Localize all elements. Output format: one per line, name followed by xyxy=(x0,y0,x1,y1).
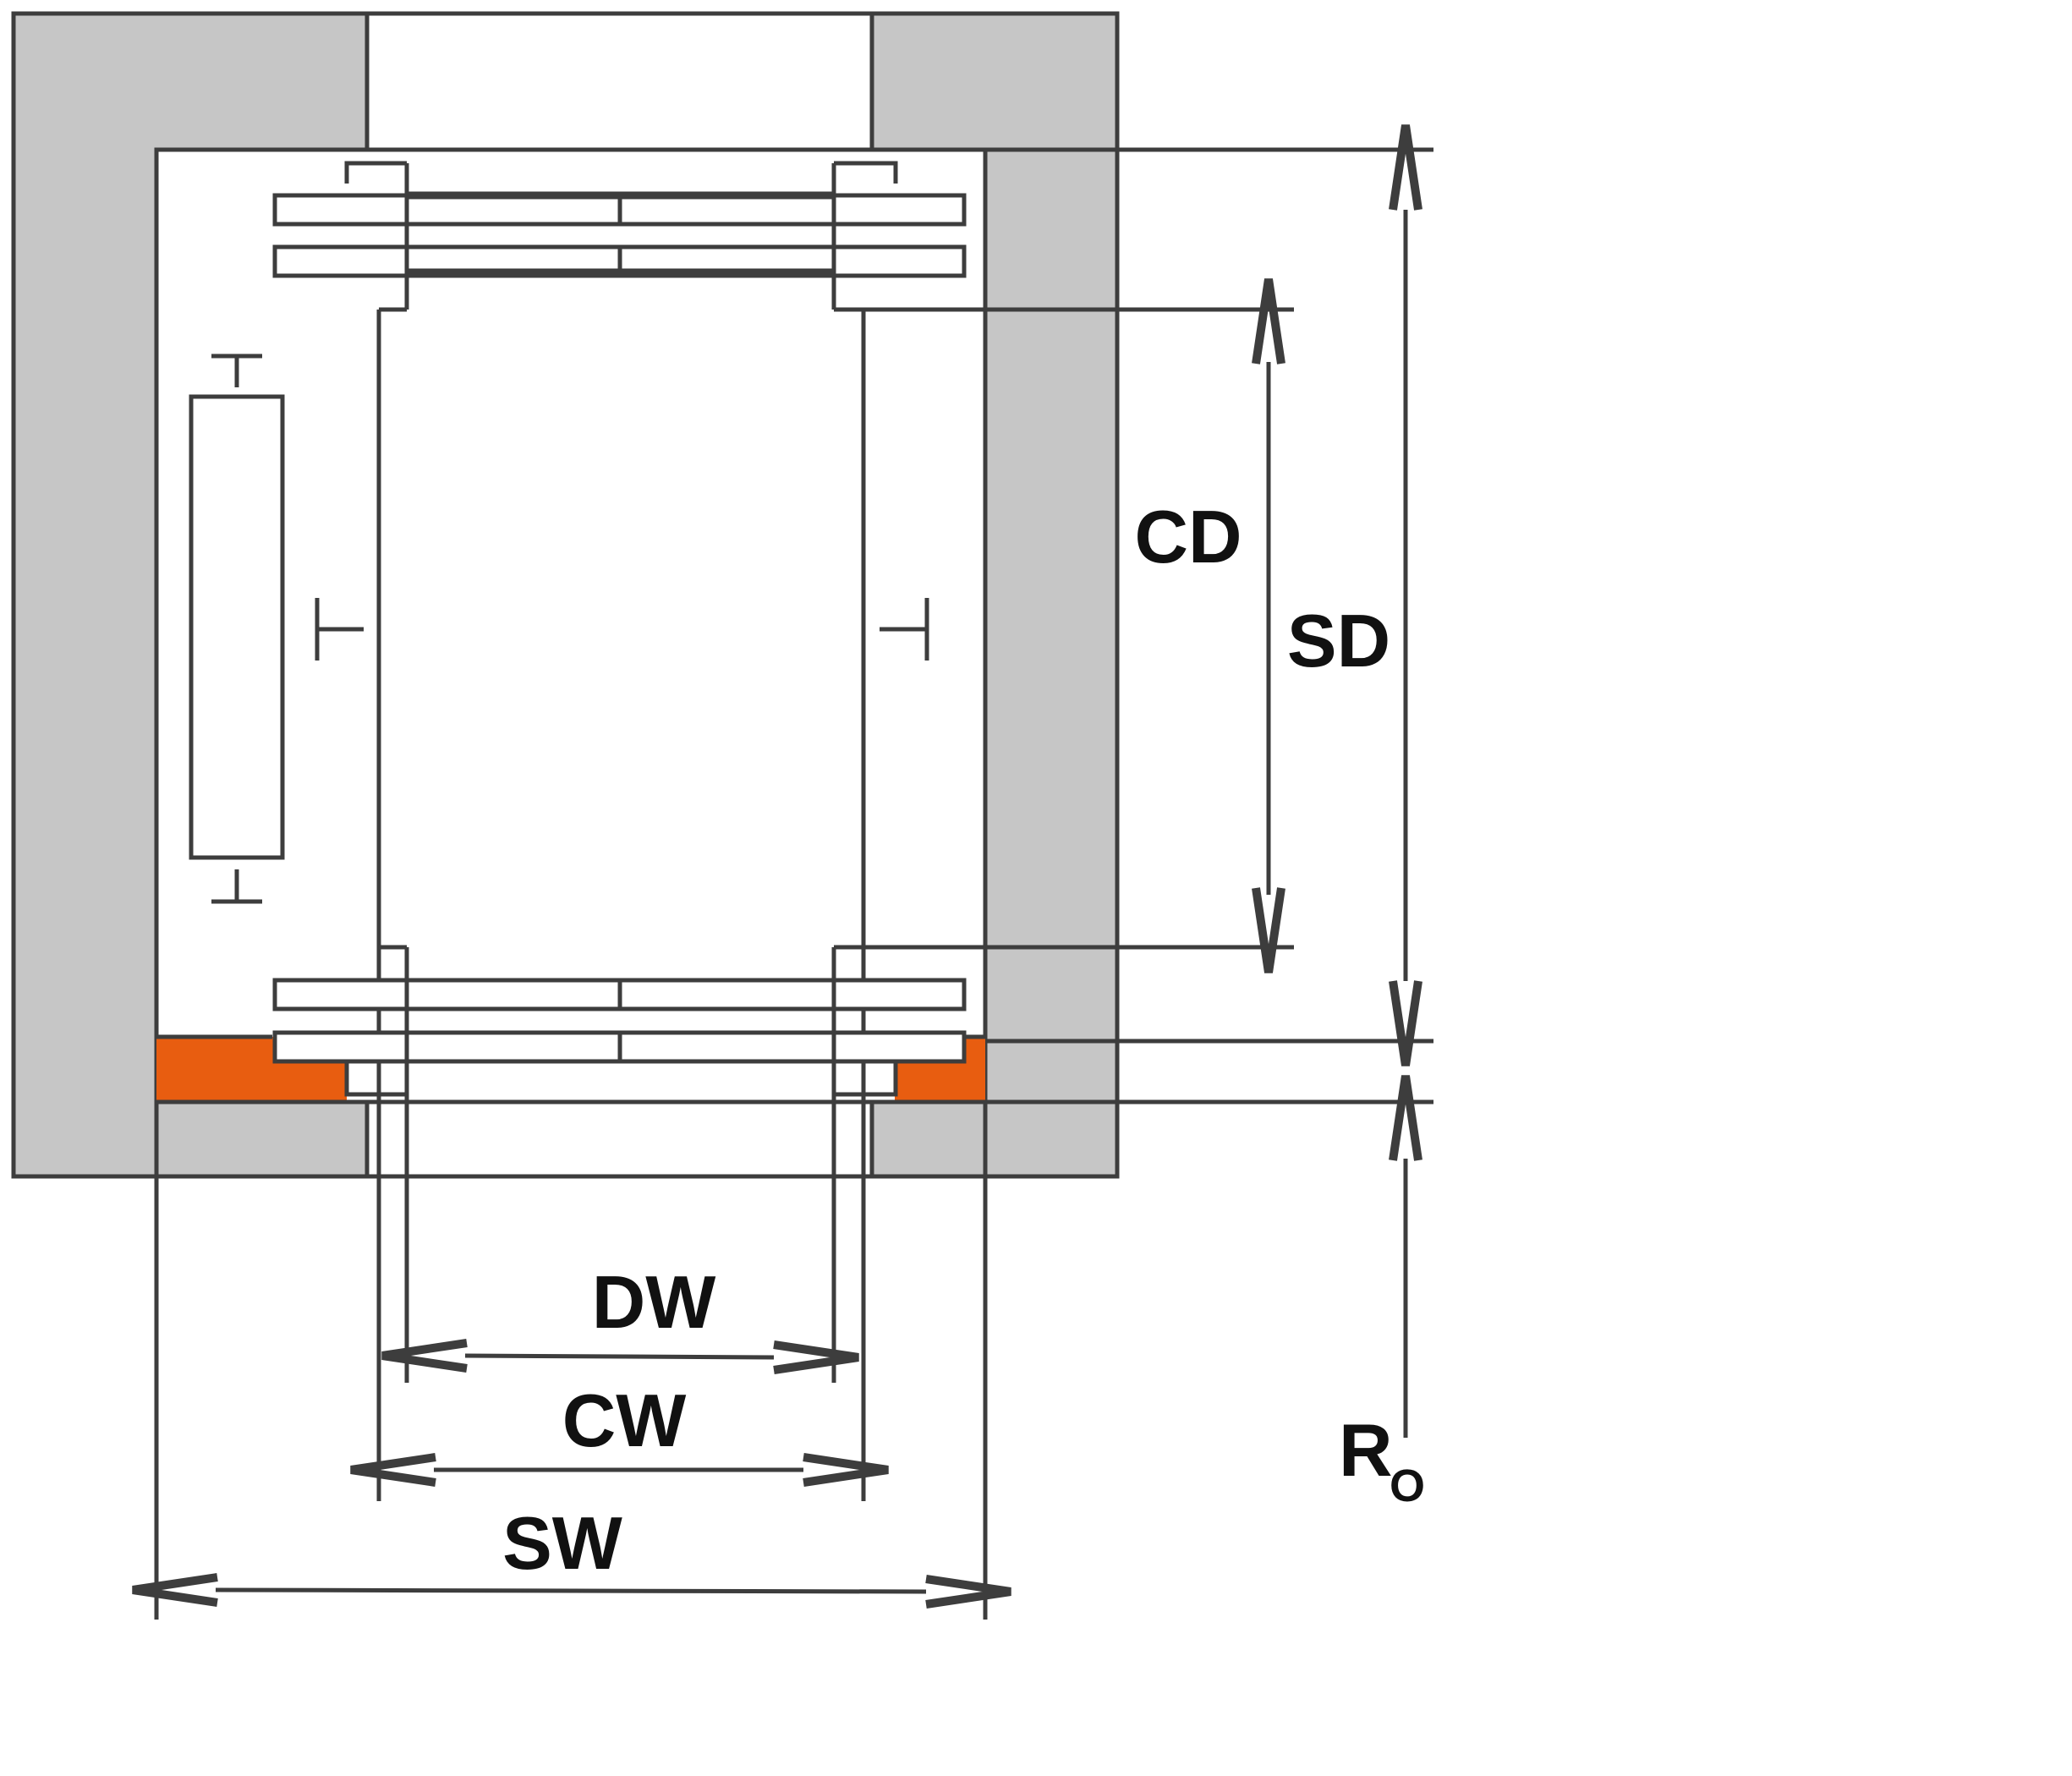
front-door-assembly xyxy=(272,945,967,1102)
dim-cw-arrow-left xyxy=(350,1453,436,1487)
counterweight xyxy=(189,354,285,904)
rear-door-assembly xyxy=(272,161,967,312)
front-sill-notch-left xyxy=(344,1061,407,1097)
label-sw: SW xyxy=(502,1501,622,1585)
rear-frame-header-left xyxy=(344,161,407,184)
dim-dw-arrow-left xyxy=(381,1339,468,1373)
dim-sw-line xyxy=(215,1587,927,1594)
front-door-opening xyxy=(365,1099,874,1179)
extension-lines xyxy=(154,147,1433,1620)
rear-door-opening xyxy=(365,11,874,152)
dim-sw-arrow-right xyxy=(925,1575,1011,1609)
car-guide-rail-left xyxy=(315,598,364,661)
dim-dw-arrow-right xyxy=(773,1340,859,1374)
dim-dw-line xyxy=(464,1353,775,1360)
dim-sw-arrow-left xyxy=(132,1573,218,1607)
dim-sd-arrow-bottom xyxy=(1389,980,1422,1066)
dim-cd-arrow-top xyxy=(1252,278,1285,365)
label-sd: SD xyxy=(1287,599,1390,682)
counterweight-rail-top xyxy=(211,354,262,387)
dimension-labels: CD SD DW CW SW R O xyxy=(502,495,1425,1585)
counterweight-block xyxy=(189,394,285,860)
label-cw: CW xyxy=(562,1379,687,1462)
dim-ro-arrow xyxy=(1389,1075,1422,1161)
label-ro-subscript: O xyxy=(1390,1461,1425,1511)
label-cd: CD xyxy=(1134,495,1242,578)
car-guide-rail-right xyxy=(880,598,929,661)
dim-cd-arrow-bottom xyxy=(1252,887,1285,973)
dimension-lines xyxy=(132,124,1422,1609)
rear-frame-header-right xyxy=(834,161,898,184)
label-ro-main: R xyxy=(1339,1408,1393,1492)
counterweight-rail-bottom xyxy=(211,869,262,904)
dim-sd-arrow-top xyxy=(1389,124,1422,211)
label-dw: DW xyxy=(592,1260,716,1344)
front-sill-notch-right xyxy=(834,1061,898,1097)
dim-cw-arrow-right xyxy=(803,1453,889,1487)
